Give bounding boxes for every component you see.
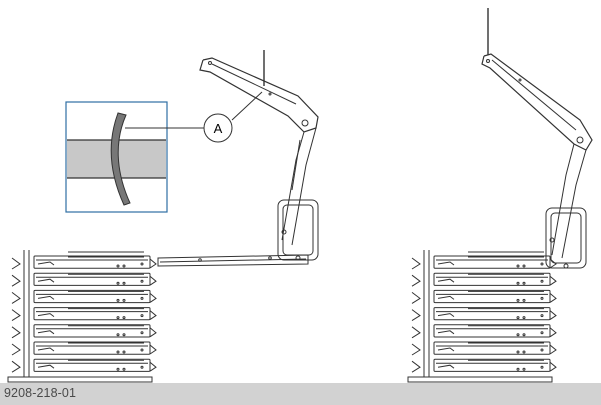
rack-layer <box>411 289 557 304</box>
rack-layer <box>11 341 157 356</box>
rack-layer <box>11 272 157 287</box>
rack-layer <box>411 324 557 339</box>
rack-stack-left <box>11 250 157 383</box>
base-platform-left <box>7 376 153 383</box>
detail-inset <box>65 101 168 213</box>
rack-layer <box>11 358 157 373</box>
callout-a: A <box>125 91 263 143</box>
rack-stack-right <box>411 250 557 383</box>
rack-layer <box>411 272 557 287</box>
mast-right <box>551 143 587 259</box>
boom-arm-right <box>481 53 593 151</box>
rack-layer <box>11 289 157 304</box>
mast-left <box>281 127 317 246</box>
rack-layer <box>411 255 557 270</box>
rack-layer <box>411 307 557 322</box>
lift-transfer-illustration: A <box>7 8 593 383</box>
tray-left <box>157 254 309 267</box>
rack-layer <box>11 255 157 270</box>
rack-layer <box>11 307 157 322</box>
base-platform-right <box>407 376 553 383</box>
right-scene <box>407 8 593 383</box>
figure-footer: 9208-218-01 <box>0 383 601 405</box>
rack-layer <box>411 358 557 373</box>
boom-arm-left <box>199 57 319 133</box>
callout-label: A <box>214 121 223 136</box>
figure-code: 9208-218-01 <box>4 386 76 400</box>
detail-hook-curve <box>110 112 131 206</box>
left-scene <box>7 50 319 383</box>
carriage-frame-right <box>545 207 587 269</box>
rack-layer <box>11 324 157 339</box>
rack-layer <box>411 341 557 356</box>
